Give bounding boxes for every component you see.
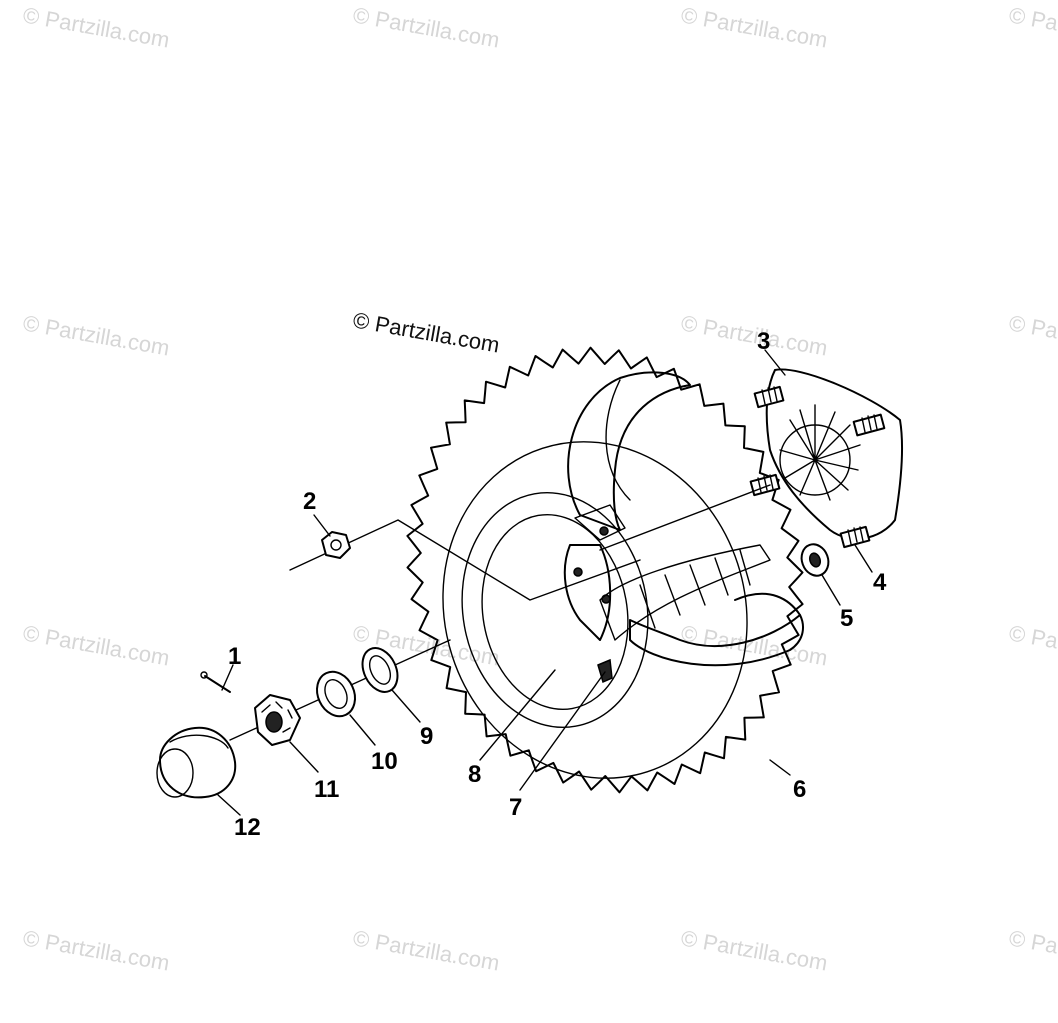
hub-cap: [156, 726, 237, 799]
watermark: © Partzilla.com: [21, 925, 171, 975]
watermark: © Partzilla.com: [351, 925, 501, 975]
watermark: © Partzilla.com: [679, 310, 829, 360]
hub-rib: [689, 564, 706, 606]
wheel-stud: [839, 525, 871, 549]
axle-line-upper: [599, 484, 771, 551]
watermark: © Partzilla.com: [1007, 620, 1058, 670]
hub-cap-ridge: [169, 734, 229, 749]
watermark: © Partzilla.com: [1007, 925, 1058, 975]
tire-inner-bead: [442, 441, 748, 779]
rim: [461, 371, 804, 729]
watermark: © Partzilla.com: [1007, 310, 1058, 360]
wheel-stud: [753, 385, 785, 409]
castle-nut: [254, 694, 301, 746]
callout-6: 6: [793, 776, 806, 803]
hub-bolt-hole: [599, 526, 609, 536]
leader-line-4: [854, 544, 873, 573]
callout-4: 4: [873, 569, 887, 596]
leader-line-8: [479, 669, 556, 761]
hub-rib: [714, 557, 729, 596]
stud-washer-hole: [808, 552, 822, 568]
hub-rib: [739, 549, 751, 586]
callouts: 1 2 3 4 5 6 7 8 9 10 11 12: [228, 328, 887, 841]
flat-washer-outer: [316, 670, 356, 718]
cotter-pin: [200, 671, 231, 693]
rim-lower-shoulder: [734, 592, 801, 616]
tire-tread-outline: [406, 346, 804, 794]
stud-washer: [800, 543, 830, 577]
watermark: © Partzilla.com: [679, 2, 829, 52]
leader-line-3: [764, 349, 786, 376]
watermark: © Partzilla.com: [21, 2, 171, 52]
callout-2: 2: [303, 488, 316, 515]
watermark-grid: © Partzilla.com © Partzilla.com © Partzi…: [21, 2, 1058, 975]
watermark: © Partzilla.com: [1007, 2, 1058, 52]
leader-line-11: [289, 741, 319, 773]
rim-hub: [563, 544, 612, 641]
leader-line-9: [391, 689, 421, 723]
hub-flange-fins: [779, 404, 861, 501]
callout-11: 11: [314, 776, 339, 803]
callout-1: 1: [228, 643, 241, 670]
watermark: © Partzilla.com: [679, 925, 829, 975]
callout-3: 3: [757, 328, 770, 355]
flat-washer: [316, 670, 356, 718]
castle-nut-thread: [265, 711, 283, 733]
callout-8: 8: [468, 761, 481, 788]
lug-nut-body: [321, 531, 351, 559]
callout-5: 5: [840, 605, 853, 632]
leader-line-10: [349, 714, 376, 746]
hub-bolt-hole: [573, 567, 583, 577]
cotter-pin-eye: [200, 671, 208, 679]
rim-outer-lip: [461, 491, 649, 729]
leader-line-12: [217, 794, 241, 816]
watermark: © Partzilla.com: [21, 310, 171, 360]
leader-line-5: [821, 574, 841, 606]
axle-lines: [229, 484, 771, 741]
leader-line-1: [221, 664, 234, 691]
callout-7: 7: [509, 794, 522, 821]
hub-rib: [605, 379, 631, 501]
leader-line-2: [313, 514, 331, 537]
tire: [406, 346, 804, 794]
watermark: © Partzilla.com: [351, 2, 501, 52]
leader-line-7: [519, 671, 606, 791]
callout-10: 10: [371, 748, 398, 775]
cotter-pin-body: [204, 675, 231, 693]
thrust-washer-inner: [368, 655, 392, 685]
rim-upper-barrel: [567, 371, 691, 531]
rim-upper-flange: [574, 504, 626, 541]
leader-lines: [217, 349, 873, 816]
hub-cap-body: [159, 726, 237, 799]
hub-cap-face: [156, 748, 194, 798]
callout-9: 9: [420, 723, 433, 750]
axle-line-main: [289, 519, 641, 601]
watermark: © Partzilla.com: [21, 620, 171, 670]
thrust-washer: [361, 647, 399, 693]
rim-inner-lip: [481, 513, 629, 711]
hub-ribs: [599, 544, 771, 641]
callout-12: 12: [234, 814, 261, 841]
hub-flange: [749, 368, 904, 549]
hub-rib: [639, 584, 656, 629]
lug-nut-thread: [330, 539, 342, 551]
hub-rib: [664, 574, 681, 616]
wheel-stud: [852, 413, 886, 437]
castle-nut-slots: [261, 701, 293, 733]
flat-washer-inner: [324, 679, 348, 709]
lug-nut: [321, 531, 351, 559]
watermark-center: © Partzilla.com: [351, 307, 501, 357]
leader-line-6: [769, 759, 791, 776]
